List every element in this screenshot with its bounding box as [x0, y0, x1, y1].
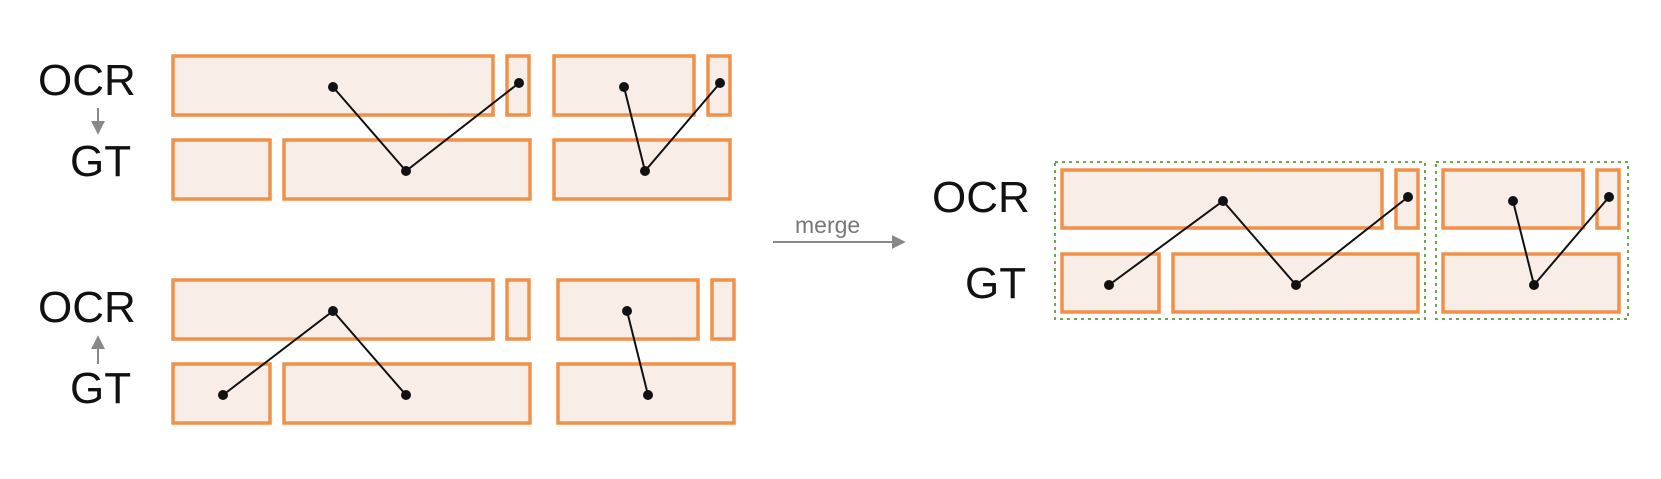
alignment-node [218, 390, 228, 400]
alignment-node [619, 82, 629, 92]
alignment-node [1218, 196, 1228, 206]
alignment-node [1291, 280, 1301, 290]
panel-merged: OCR GT [932, 161, 1629, 320]
gt-label: GT [70, 137, 131, 186]
ocr-label: OCR [932, 173, 1030, 222]
merge-arrow: merge [773, 212, 906, 249]
alignment-link [626, 310, 649, 396]
gt-label: GT [965, 259, 1026, 308]
alignment-node [401, 390, 411, 400]
alignment-node [1403, 192, 1413, 202]
alignment-node [328, 82, 338, 92]
alignment-node [1529, 280, 1539, 290]
alignment-node [1104, 280, 1114, 290]
panel-ocr-to-gt: OCR GT [38, 54, 732, 201]
merged-group-outline [1054, 161, 1426, 320]
alignment-link [1108, 196, 1409, 287]
alignment-node [1604, 192, 1614, 202]
gt-label: GT [70, 364, 131, 413]
ocr-label: OCR [38, 56, 136, 105]
alignment-node [1508, 196, 1518, 206]
alignment-node [643, 390, 653, 400]
alignment-node [640, 166, 650, 176]
alignment-node [401, 166, 411, 176]
gt-box [171, 138, 272, 201]
panel-gt-to-ocr: OCR GT [38, 278, 736, 425]
alignment-node [715, 78, 725, 88]
alignment-node [514, 78, 524, 88]
merge-label: merge [795, 212, 860, 238]
alignment-node [622, 306, 632, 316]
alignment-node [328, 306, 338, 316]
ocr-label: OCR [38, 283, 136, 332]
ocr-box [505, 278, 531, 341]
ocr-box [710, 278, 736, 341]
